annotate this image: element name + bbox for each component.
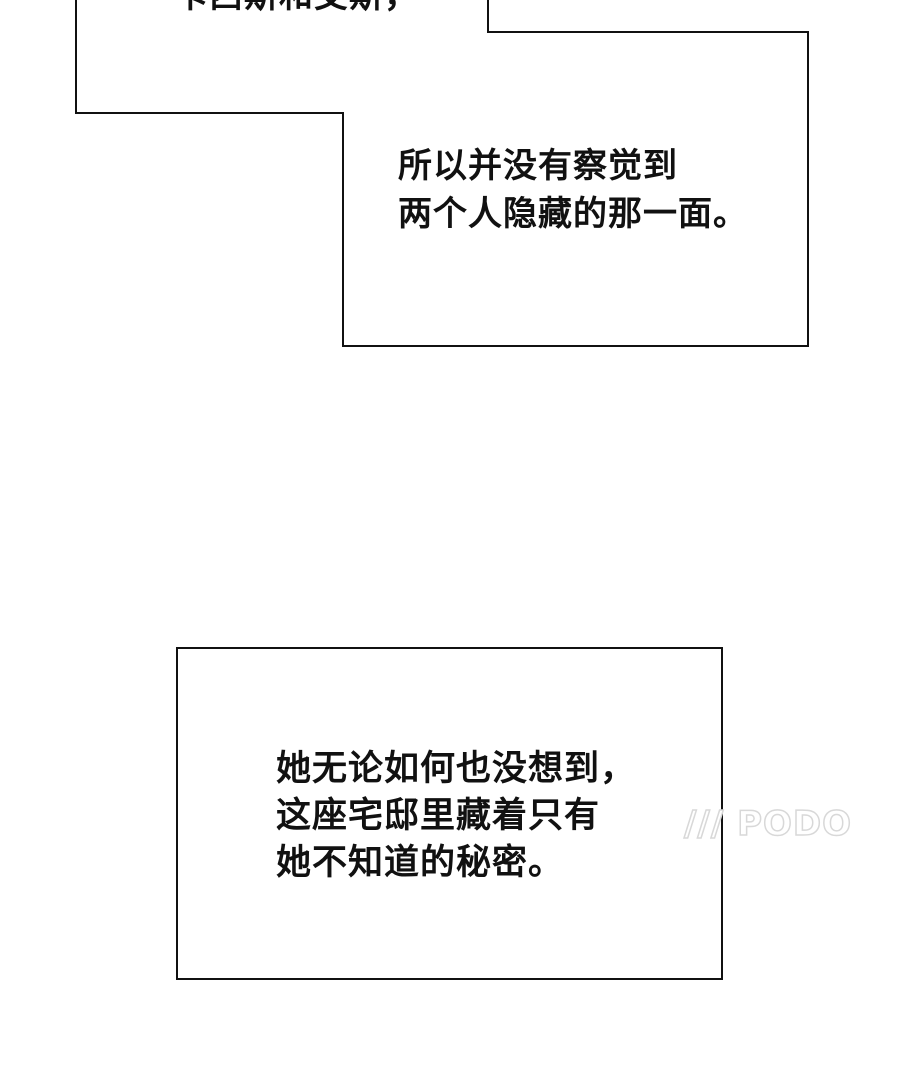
caption-line: 所以并没有察觉到 xyxy=(398,146,678,186)
caption-text-top: 卡西斯和艾斯， xyxy=(174,0,419,20)
caption-line: 这座宅邸里藏着只有 xyxy=(276,795,601,836)
caption-box-bottom xyxy=(176,647,723,980)
caption-box-top xyxy=(75,0,809,347)
caption-line: 两个人隐藏的那一面。 xyxy=(398,194,748,234)
caption-text-bottom: 她无论如何也没想到， 这座宅邸里藏着只有 她不知道的秘密。 xyxy=(276,745,636,886)
caption-line: 她不知道的秘密。 xyxy=(276,842,565,883)
watermark-logo: /// PODO xyxy=(683,803,853,845)
caption-line: 卡西斯和艾斯， xyxy=(174,0,419,20)
caption-line: 她无论如何也没想到， xyxy=(276,748,637,789)
caption-text-middle: 所以并没有察觉到 两个人隐藏的那一面。 xyxy=(398,142,748,238)
